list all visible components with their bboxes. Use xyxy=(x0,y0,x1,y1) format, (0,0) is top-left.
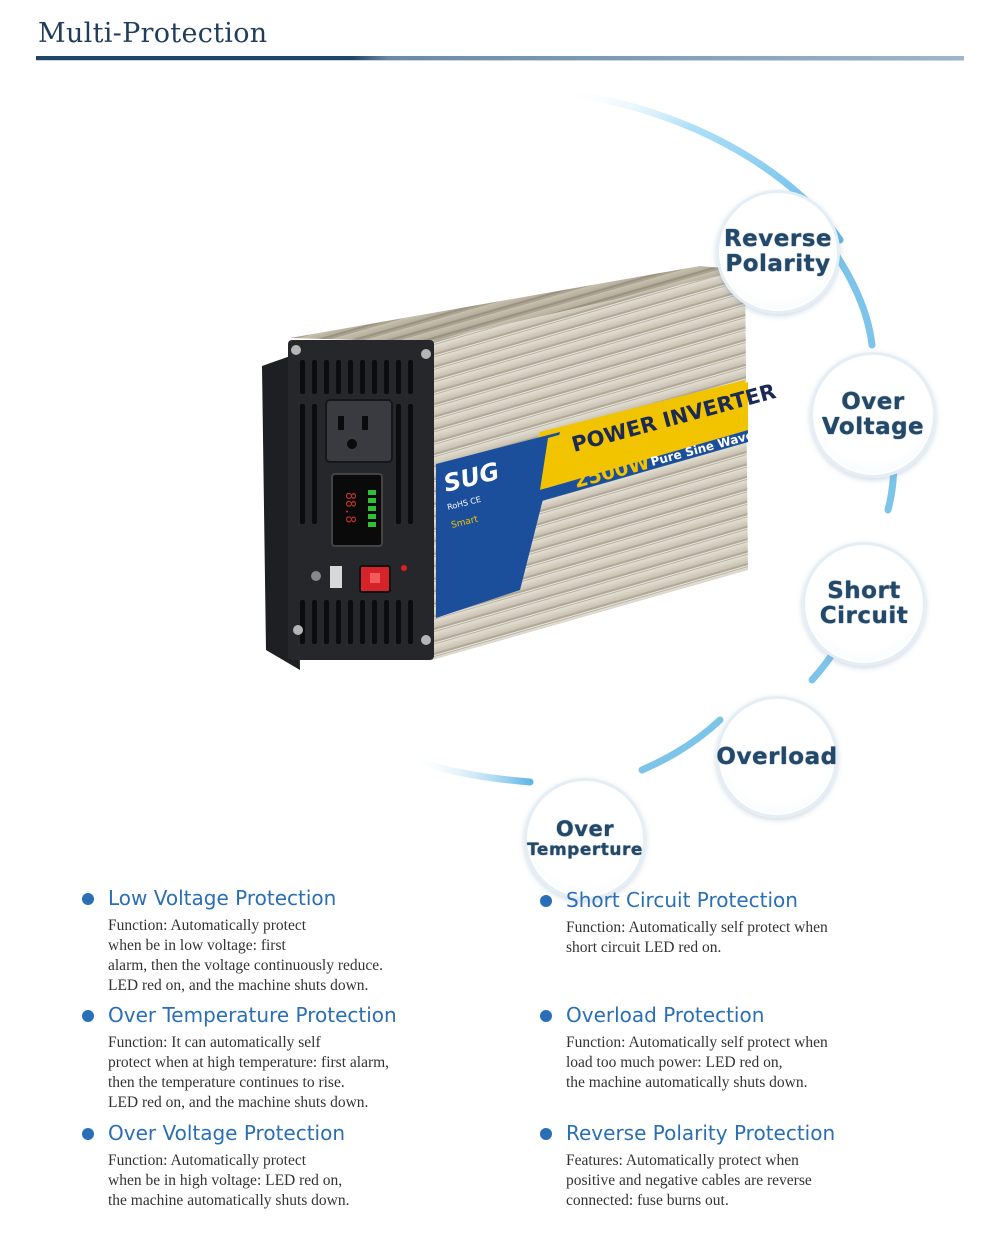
feature-description: Function: Automatically self protect whe… xyxy=(566,1034,828,1091)
power-inverter-image: POWER INVERTER 2500W Pure Sine Wave SUG … xyxy=(262,266,778,670)
ground-terminal xyxy=(311,571,321,581)
bubble-line: Temperture xyxy=(527,840,643,861)
feature-description: Function: Automatically protect when be … xyxy=(108,917,384,994)
feature-description: Features: Automatically protect when pos… xyxy=(566,1152,812,1209)
bubble-line: Short xyxy=(827,578,901,605)
feature-title: Overload Protection xyxy=(566,1003,765,1027)
bubble-line: Overload xyxy=(716,743,838,770)
header-divider xyxy=(36,56,964,60)
arc-segment-6 xyxy=(406,754,534,786)
page-title: Multi-Protection xyxy=(38,18,268,49)
feature-title: Short Circuit Protection xyxy=(566,888,798,912)
bullet-icon xyxy=(540,1010,552,1022)
ac-outlet xyxy=(325,399,393,463)
hero-section: POWER INVERTER 2500W Pure Sine Wave SUG … xyxy=(0,70,1000,900)
feature-title: Low Voltage Protection xyxy=(108,886,337,910)
feature-description: Function: It can automatically self prot… xyxy=(108,1034,390,1111)
bubble-line: Polarity xyxy=(725,251,831,277)
bubble-line: Voltage xyxy=(821,414,925,440)
arc-segment-5 xyxy=(638,716,724,774)
bullet-icon xyxy=(82,1010,94,1022)
feature-description: Function: Automatically protect when be … xyxy=(108,1152,350,1209)
bullet-icon xyxy=(82,1128,94,1140)
bullet-icon xyxy=(540,895,552,907)
bubble-overload: Overload xyxy=(716,696,838,818)
header-divider-thin xyxy=(36,60,964,61)
hero-illustration: POWER INVERTER 2500W Pure Sine Wave SUG … xyxy=(262,88,898,786)
led-indicator xyxy=(401,565,407,571)
bubble-line: Over xyxy=(555,817,615,842)
bullet-icon xyxy=(82,893,94,905)
feature-description: Function: Automatically self protect whe… xyxy=(566,919,828,956)
display-digits: 88.8 xyxy=(342,492,357,523)
feature-title: Over Voltage Protection xyxy=(108,1121,346,1145)
feature-title: Over Temperature Protection xyxy=(108,1003,397,1027)
bubble-line: Over xyxy=(841,389,905,416)
feature-title: Reverse Polarity Protection xyxy=(566,1121,836,1145)
bubble-line: Circuit xyxy=(819,603,909,629)
bubble-line: Reverse xyxy=(723,226,833,253)
bullet-icon xyxy=(540,1128,552,1140)
usb-port xyxy=(330,566,342,588)
